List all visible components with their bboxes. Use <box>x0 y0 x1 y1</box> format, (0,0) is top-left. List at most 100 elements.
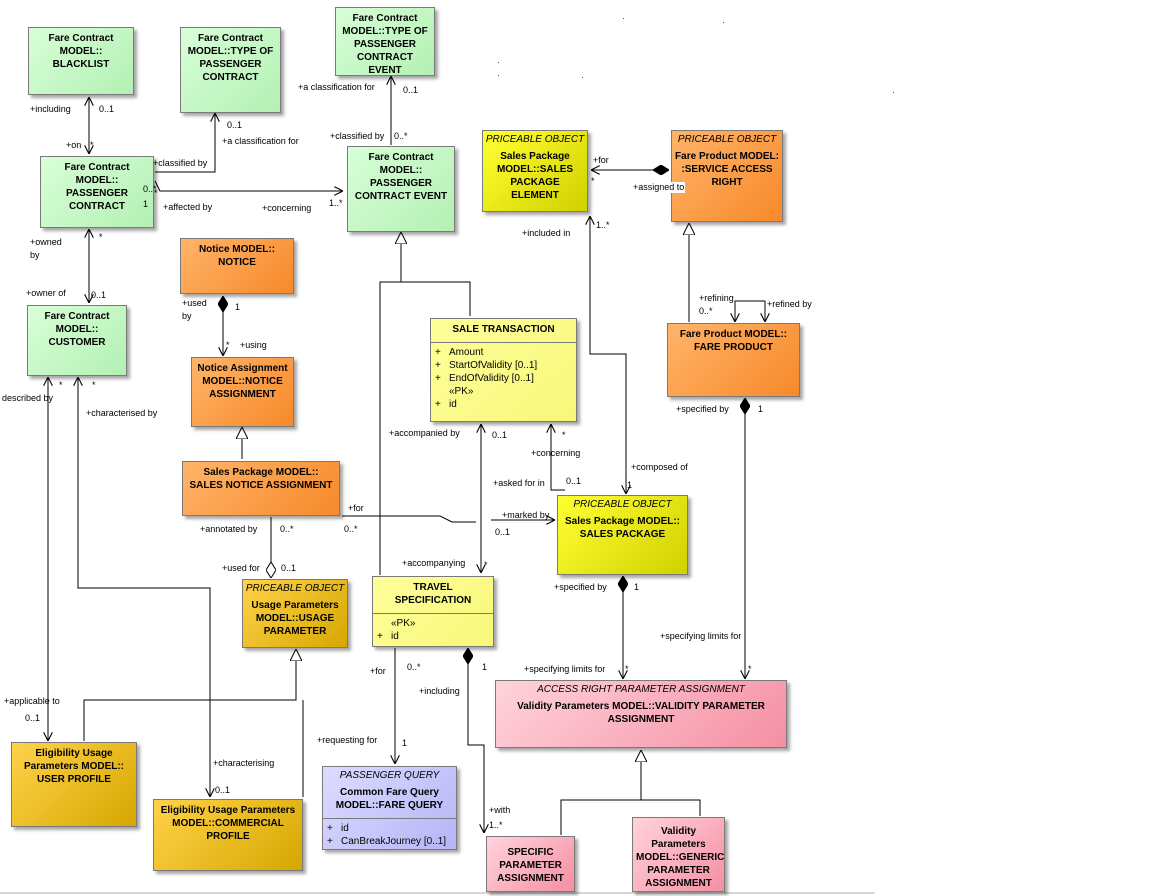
pk-stereotype: «PK» <box>449 386 474 397</box>
association-label: +owned <box>30 237 62 247</box>
class-sales-package-element[interactable]: PRICEABLE OBJECT Sales Package MODEL::SA… <box>482 130 588 212</box>
class-user-profile[interactable]: Eligibility Usage Parameters MODEL:: USE… <box>11 742 137 827</box>
attribute-row: +StartOfValidity [0..1] <box>435 360 538 371</box>
class-travel-specification[interactable]: TRAVEL SPECIFICATION «PK» +id <box>372 576 494 647</box>
class-validity-parameter-assignment[interactable]: ACCESS RIGHT PARAMETER ASSIGNMENT Validi… <box>495 680 787 748</box>
association-label: +for <box>370 666 386 676</box>
class-stereotype: PRICEABLE OBJECT <box>573 499 672 510</box>
association-label: +owner of <box>26 288 66 298</box>
association-label: +with <box>489 805 511 815</box>
association-label: * <box>625 664 629 674</box>
edge-contract-type <box>155 113 215 173</box>
class-title: Sales Package MODEL:: SALES NOTICE ASSIG… <box>189 467 333 491</box>
association-label: 1 <box>402 738 408 748</box>
association-label: 0..1 <box>566 476 582 486</box>
class-title: Fare Contract MODEL:: BLACKLIST <box>48 33 114 70</box>
class-sale-transaction[interactable]: SALE TRANSACTION +Amount +StartOfValidit… <box>430 318 577 422</box>
class-title: Eligibility Usage Parameters MODEL::COMM… <box>160 805 296 842</box>
association-label: 1 <box>758 404 764 414</box>
edge-customer-commercial <box>78 377 210 797</box>
association-label: +annotated by <box>200 524 258 534</box>
class-blacklist[interactable]: Fare Contract MODEL:: BLACKLIST <box>28 27 134 95</box>
class-notice[interactable]: Notice MODEL:: NOTICE <box>180 238 294 294</box>
edge-sale-package <box>551 424 565 491</box>
association-label: +refined by <box>767 299 812 309</box>
attribute-row: +id <box>327 823 349 834</box>
association-label: 0..1 <box>281 563 297 573</box>
stray-pixel <box>623 18 624 19</box>
association-label: 0..* <box>280 524 294 534</box>
class-stereotype: PRICEABLE OBJECT <box>485 134 585 145</box>
class-commercial-profile[interactable]: Eligibility Usage Parameters MODEL::COMM… <box>153 799 303 871</box>
class-type-of-passenger-contract-event[interactable]: Fare Contract MODEL::TYPE OF PASSENGER C… <box>335 7 435 76</box>
association-label: 1..* <box>329 198 343 208</box>
association-label: +specified by <box>554 582 607 592</box>
class-title: Fare Contract MODEL::TYPE OF PASSENGER C… <box>342 13 428 76</box>
association-label: 0..* <box>407 662 421 672</box>
edge-notice-package <box>342 515 476 523</box>
class-fare-query[interactable]: PASSENGER QUERY Common Fare Query MODEL:… <box>322 766 457 850</box>
class-notice-assignment[interactable]: Notice Assignment MODEL::NOTICE ASSIGNME… <box>191 357 294 427</box>
association-label: +specifying limits for <box>660 631 742 641</box>
edge-fareproduct-self <box>735 300 765 322</box>
class-title: SPECIFIC PARAMETER ASSIGNMENT <box>497 847 564 884</box>
class-generic-parameter-assignment[interactable]: Validity Parameters MODEL::GENERIC PARAM… <box>632 817 725 892</box>
gen-validity <box>560 799 701 835</box>
attribute-compartment: +Amount +StartOfValidity [0..1] +EndOfVa… <box>431 342 576 414</box>
class-sales-package[interactable]: PRICEABLE OBJECT Sales Package MODEL:: S… <box>557 495 688 575</box>
association-label: * <box>154 188 158 198</box>
association-label: +accompanied by <box>389 428 460 438</box>
association-label: * <box>748 664 752 674</box>
association-label: * <box>226 340 230 350</box>
class-customer[interactable]: Fare Contract MODEL:: CUSTOMER <box>27 305 127 376</box>
class-title: Fare Product MODEL:: FARE PRODUCT <box>679 329 788 353</box>
association-label: 0..1 <box>227 120 243 130</box>
association-label: +classified by <box>153 158 208 168</box>
class-title: Fare Contract MODEL:: PASSENGER CONTRACT… <box>354 152 448 202</box>
association-label: +used <box>182 298 207 308</box>
class-type-of-passenger-contract[interactable]: Fare Contract MODEL::TYPE OF PASSENGER C… <box>180 27 281 113</box>
association-label: by <box>182 311 192 321</box>
association-label: by <box>30 250 40 260</box>
association-label: +used for <box>222 563 260 573</box>
association-label: 1..* <box>489 820 503 830</box>
class-title: Validity Parameters MODEL::VALIDITY PARA… <box>517 701 765 725</box>
association-label: 0..1 <box>495 527 511 537</box>
class-fare-product[interactable]: Fare Product MODEL:: FARE PRODUCT <box>667 323 800 397</box>
association-label: * <box>92 380 96 390</box>
association-label: +specifying limits for <box>524 664 606 674</box>
class-title: Sales Package MODEL:: SALES PACKAGE <box>564 516 681 540</box>
association-label: * <box>484 560 488 570</box>
association-label: +included in <box>522 228 571 238</box>
class-sales-notice-assignment[interactable]: Sales Package MODEL:: SALES NOTICE ASSIG… <box>182 461 340 516</box>
gen-events <box>379 281 471 575</box>
association-label: +asked for in <box>493 478 545 488</box>
association-label: +characterising <box>213 758 275 768</box>
attribute-row: +id <box>435 399 457 410</box>
association-label: +characterised by <box>86 408 158 418</box>
association-label: 0..1 <box>215 785 231 795</box>
class-title: Notice MODEL:: NOTICE <box>198 244 276 268</box>
association-label: +concerning <box>262 203 312 213</box>
class-usage-parameter[interactable]: PRICEABLE OBJECT Usage Parameters MODEL:… <box>242 579 348 648</box>
association-label: 1 <box>627 480 633 490</box>
class-specific-parameter-assignment[interactable]: SPECIFIC PARAMETER ASSIGNMENT <box>486 836 575 892</box>
association-label: +including <box>419 686 460 696</box>
class-title: Notice Assignment MODEL::NOTICE ASSIGNME… <box>197 363 288 400</box>
association-label: * <box>90 140 94 150</box>
attribute-row: +id <box>377 631 399 642</box>
edge-spe-package <box>590 216 626 494</box>
class-service-access-right[interactable]: PRICEABLE OBJECT Fare Product MODEL: :SE… <box>671 130 783 222</box>
association-label: 1 <box>143 199 149 209</box>
class-passenger-contract[interactable]: Fare Contract MODEL:: PASSENGER CONTRACT <box>40 156 154 228</box>
association-label: +applicable to <box>4 696 60 706</box>
association-label: 0..* <box>344 524 358 534</box>
class-passenger-contract-event[interactable]: Fare Contract MODEL:: PASSENGER CONTRACT… <box>347 146 455 232</box>
class-stereotype: PASSENGER QUERY <box>339 770 440 781</box>
class-title: Validity Parameters MODEL::GENERIC PARAM… <box>636 826 725 889</box>
association-label: +a classification for <box>298 82 375 92</box>
class-stereotype: ACCESS RIGHT PARAMETER ASSIGNMENT <box>537 684 745 695</box>
gen-usage <box>83 649 296 741</box>
